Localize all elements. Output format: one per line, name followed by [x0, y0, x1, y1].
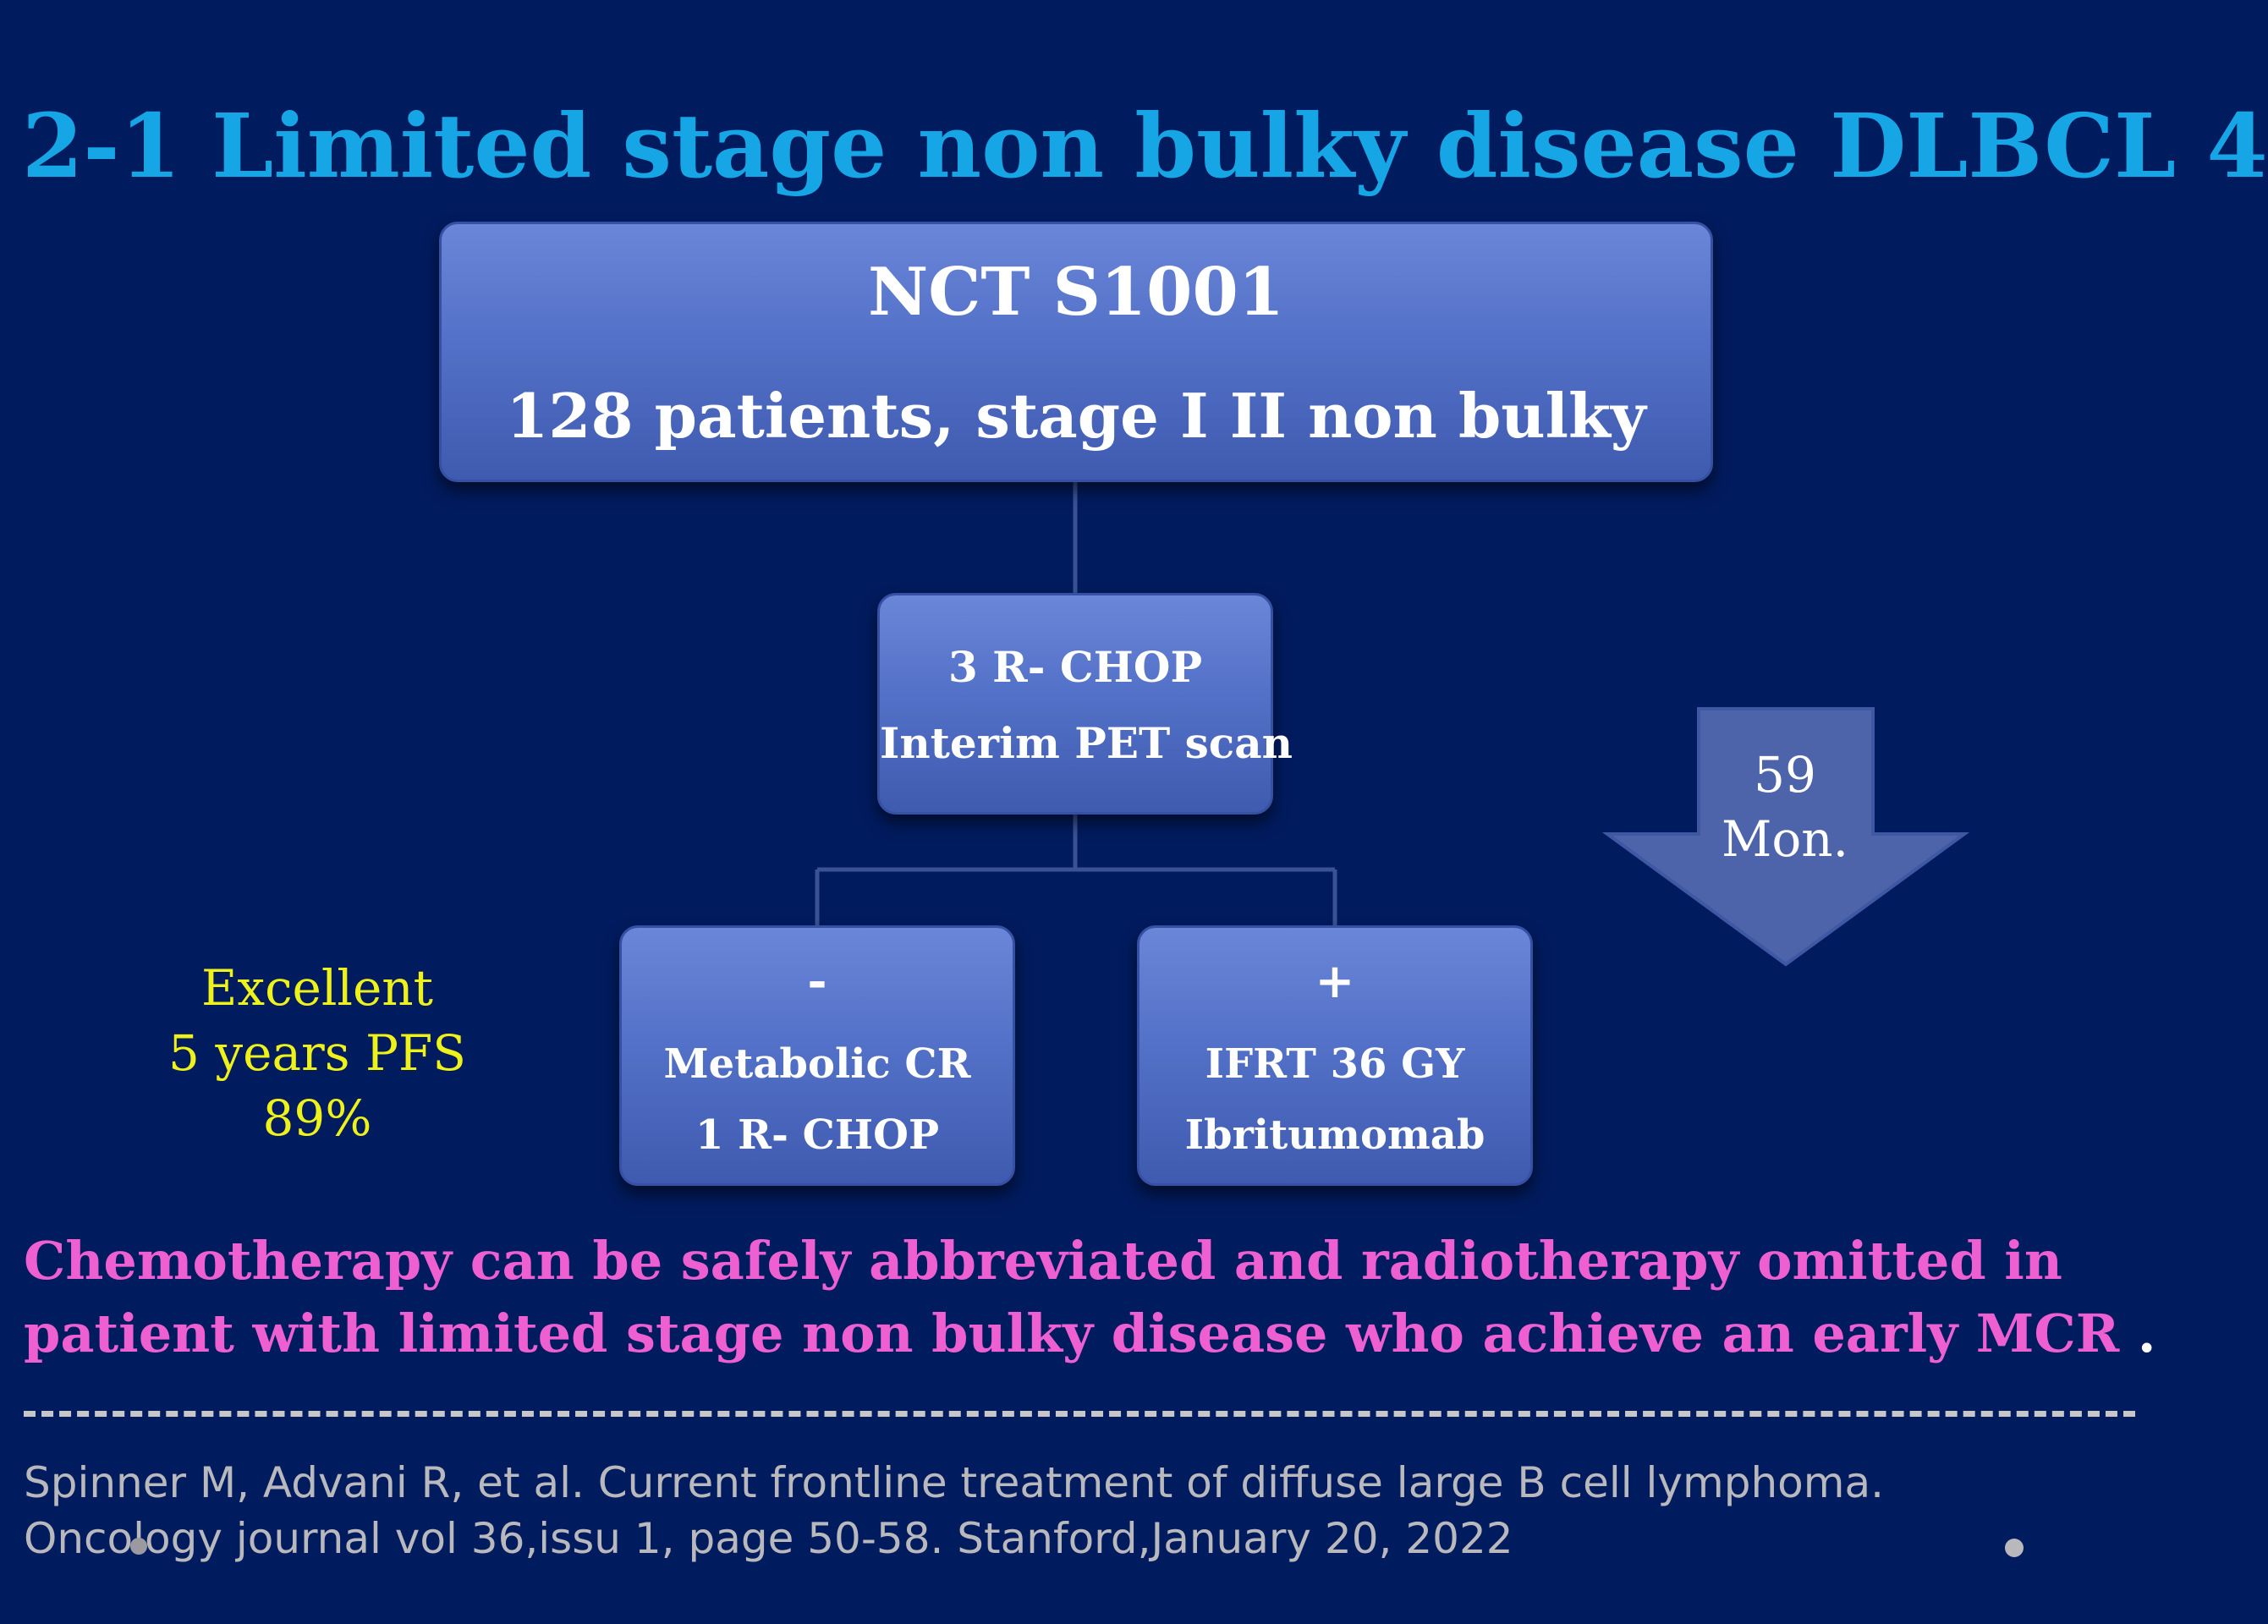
dashed-divider	[24, 1411, 2135, 1417]
pet-positive-box: + IFRT 36 GY Ibritumomab	[1137, 925, 1533, 1186]
interim-assessment: Interim PET scan	[880, 718, 1293, 768]
study-box: NCT S1001 128 patients, stage I II non b…	[439, 222, 1713, 482]
pet-negative-box: - Metabolic CR 1 R- CHOP	[619, 925, 1015, 1186]
outcome-text: Excellent 5 years PFS 89%	[127, 956, 508, 1151]
follow-up-value: 59	[1754, 746, 1816, 804]
conclusion-line-2-wrapper: patient with limited stage non bulky dis…	[24, 1298, 2155, 1370]
outcome-line-1: Excellent	[201, 959, 433, 1017]
treatment-step-box: 3 R- CHOP Interim PET scan	[877, 593, 1293, 815]
bullet-dot-icon-right	[2005, 1539, 2024, 1557]
pet-negative-symbol: -	[807, 953, 827, 1009]
conclusion-period: .	[2119, 1303, 2156, 1364]
pet-negative-therapy: 1 R- CHOP	[695, 1111, 940, 1159]
bullet-dot-icon	[130, 1538, 147, 1555]
study-population: 128 patients, stage I II non bulky	[506, 380, 1646, 452]
initial-therapy: 3 R- CHOP	[947, 642, 1203, 692]
follow-up-label: 59 Mon.	[1683, 743, 1886, 871]
conclusion-line-1: Chemotherapy can be safely abbreviated a…	[24, 1230, 2062, 1292]
pet-positive-symbol: +	[1315, 953, 1355, 1009]
outcome-line-3: 89%	[262, 1089, 372, 1147]
citation: Spinner M, Advani R, et al. Current fron…	[24, 1455, 2122, 1566]
conclusion-text: Chemotherapy can be safely abbreviated a…	[24, 1225, 2155, 1370]
outcome-line-2: 5 years PFS	[168, 1024, 466, 1082]
study-id: NCT S1001	[868, 254, 1284, 331]
down-arrow-shape	[1601, 707, 1970, 967]
conclusion-line-2: patient with limited stage non bulky dis…	[24, 1303, 2120, 1364]
pet-negative-result: Metabolic CR	[663, 1040, 971, 1088]
pet-positive-therapy: Ibritumomab	[1184, 1111, 1485, 1159]
slide-title: 2-1 Limited stage non bulky disease DLBC…	[22, 94, 2268, 198]
citation-line-2: Oncology journal vol 36,issu 1, page 50-…	[24, 1514, 1513, 1563]
pet-positive-radiation: IFRT 36 GY	[1205, 1040, 1465, 1088]
flowchart-connectors	[815, 482, 1970, 967]
follow-up-unit: Mon.	[1721, 810, 1849, 868]
citation-line-1: Spinner M, Advani R, et al. Current fron…	[24, 1458, 1884, 1507]
